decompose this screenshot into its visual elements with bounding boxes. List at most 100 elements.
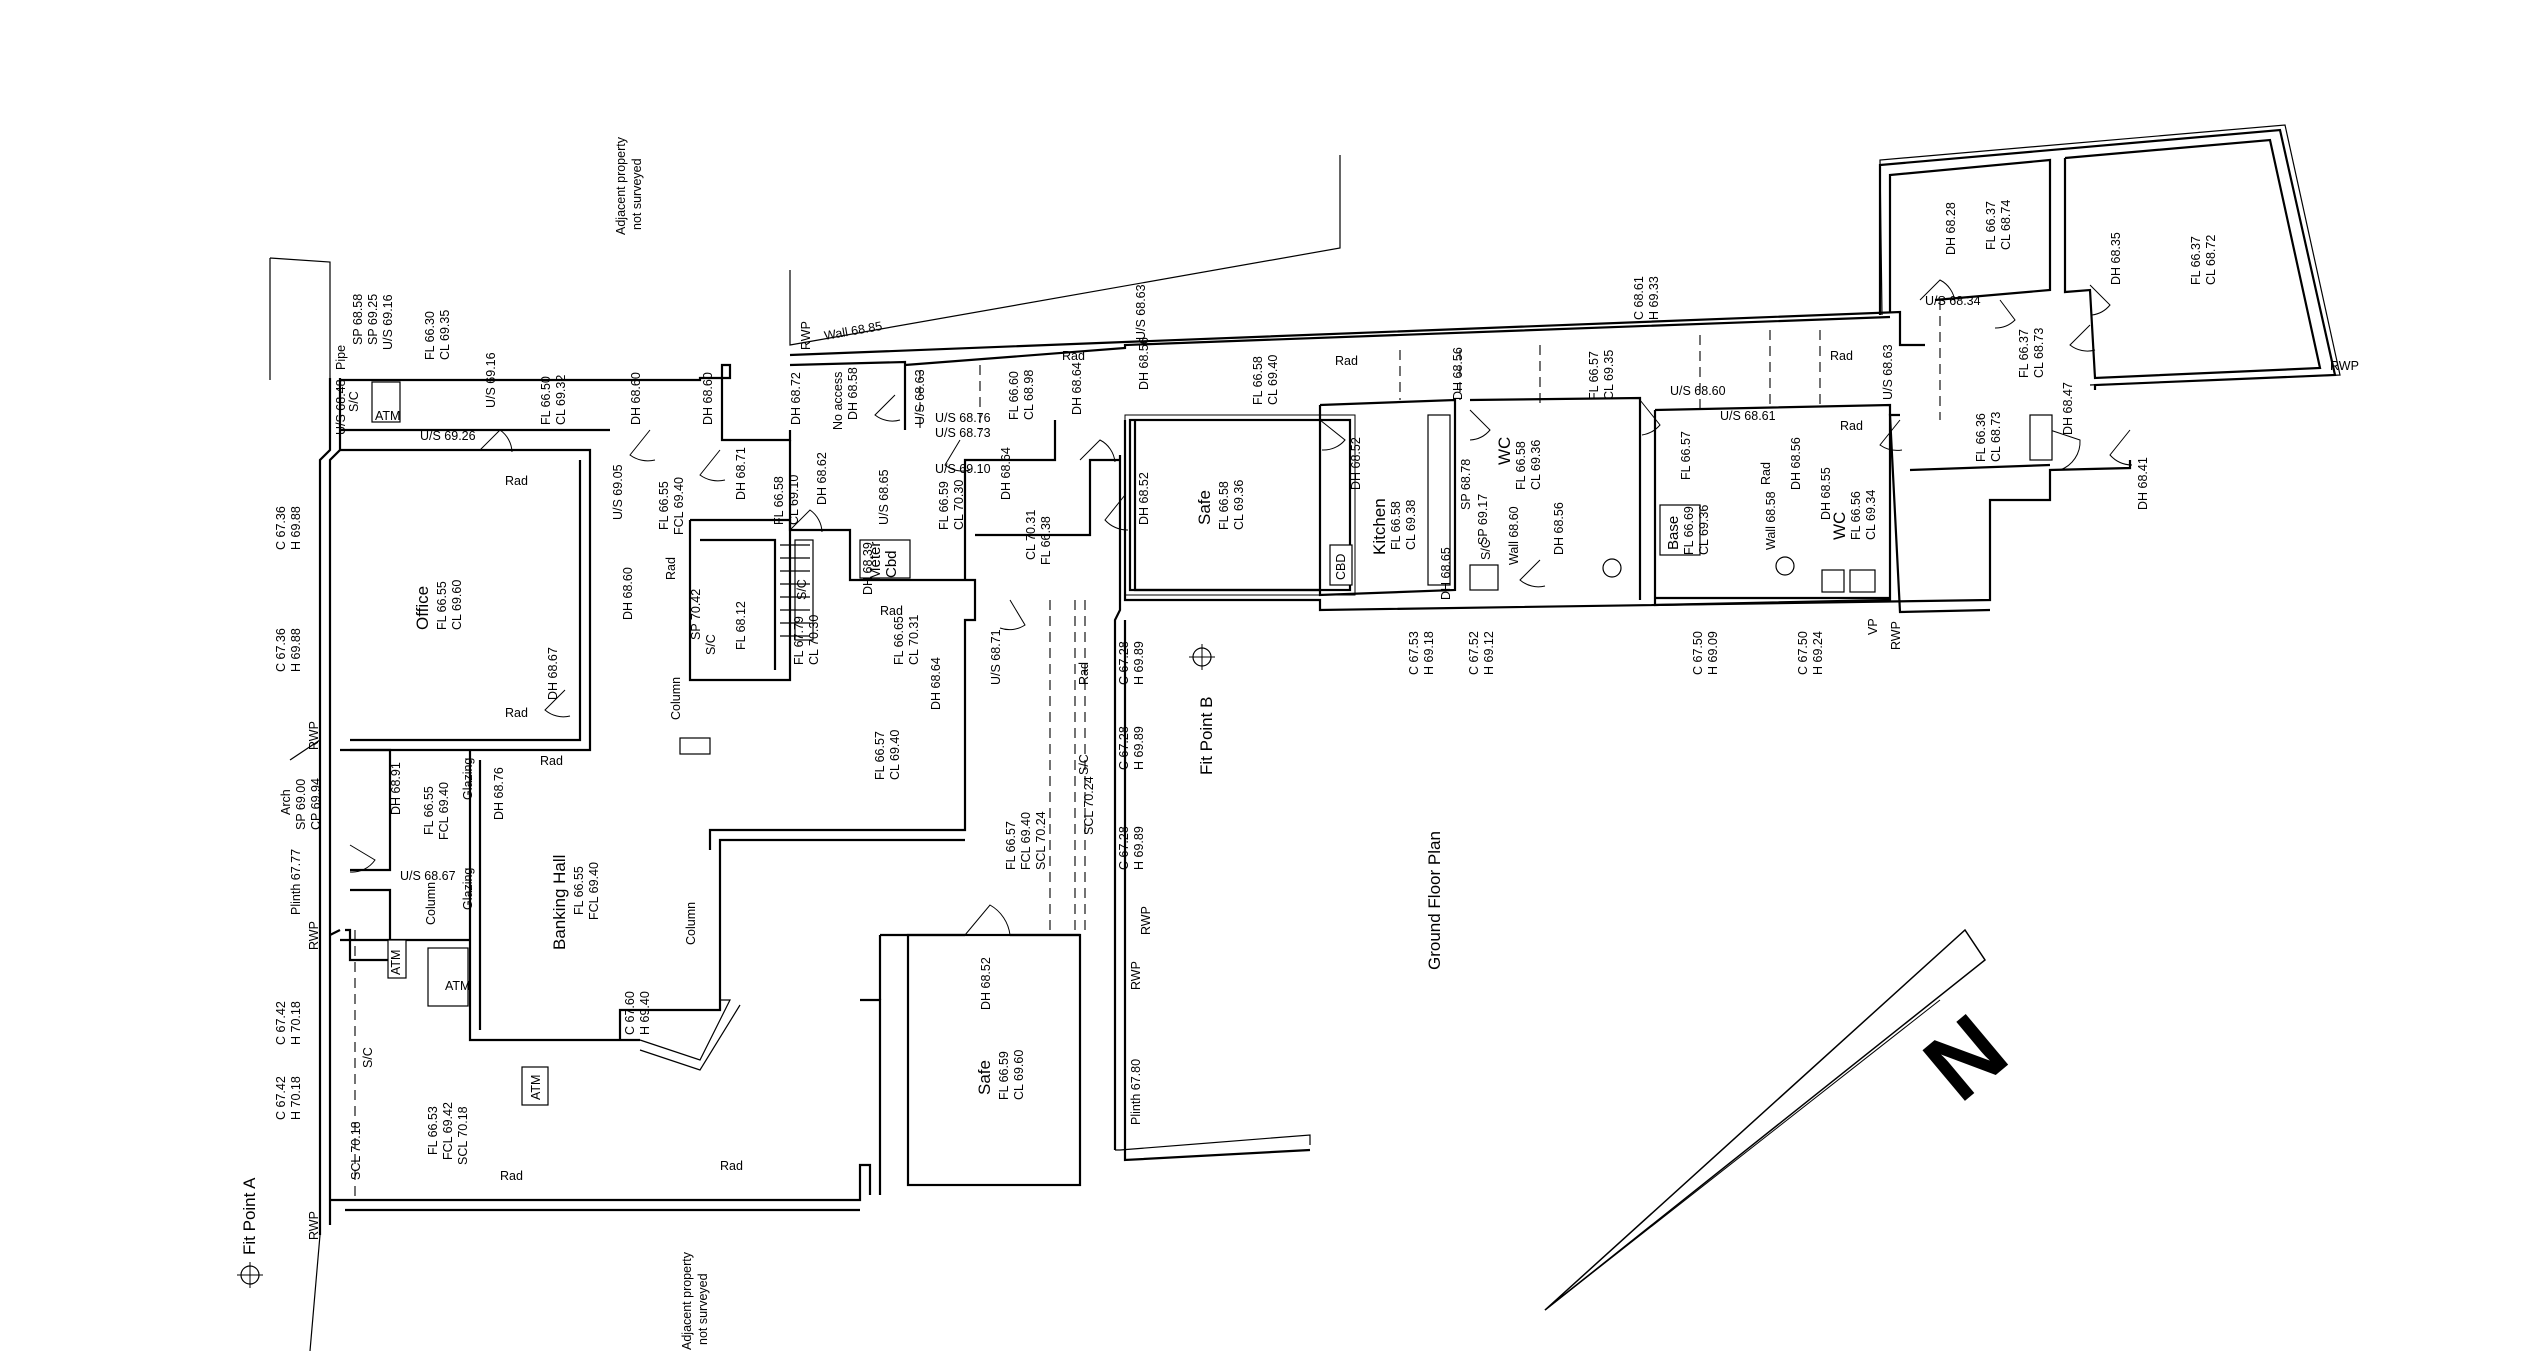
room-wc-2: WC [1830, 512, 1849, 540]
rad-2: Rad [505, 706, 528, 720]
rwp-4: RWP [307, 1211, 321, 1240]
door-swings [349, 279, 2133, 936]
sc-3: S/C [795, 579, 809, 600]
cp-6994: CP 69.94 [309, 778, 323, 830]
adjacent-note-top-1: Adjacent property [614, 136, 628, 235]
us-6834: U/S 68.34 [1925, 294, 1981, 308]
no-access: No access [831, 372, 845, 430]
room-base: Base [1665, 516, 1682, 550]
dh-6865: DH 68.65 [1439, 547, 1453, 600]
rwp-7: RWP [1889, 621, 1903, 650]
room-cbd: Cbd [883, 550, 900, 578]
sp-6917: SP 69.17 [1476, 494, 1490, 545]
dh-6871: DH 68.71 [734, 447, 748, 500]
us-6910: U/S 69.10 [935, 462, 991, 476]
sp-6858: SP 68.58 [351, 294, 365, 345]
fl-6779: FL 67.79 [792, 616, 806, 665]
fit-point-a-marker [237, 1262, 263, 1288]
rwp-3: RWP [307, 921, 321, 950]
rwp-8: RWP [2330, 359, 2359, 373]
stair-treads [780, 544, 810, 637]
pas3-cl: CL 69.35 [1602, 350, 1616, 400]
wall-6860: Wall 68.60 [1507, 506, 1521, 565]
dh-6856-d: DH 68.56 [1789, 437, 1803, 490]
c-6861: C 68.61 [1632, 276, 1646, 320]
rad-5: Rad [880, 604, 903, 618]
dh-6864-c: DH 68.64 [929, 657, 943, 710]
c-6736-b: C 67.36 [274, 628, 288, 672]
dh-6891: DH 68.91 [389, 762, 403, 815]
adjacent-note-bottom-2: not surveyed [696, 1273, 710, 1345]
dh-6841: DH 68.41 [2136, 457, 2150, 510]
h-6924: H 69.24 [1811, 631, 1825, 675]
rad-7: Rad [1062, 349, 1085, 363]
rwp-5: RWP [1129, 961, 1143, 990]
us-6848: U/S 68.48 [334, 379, 348, 435]
dh-6862: DH 68.62 [815, 452, 829, 505]
dh-6858: DH 68.58 [846, 367, 860, 420]
us-6863-a: U/S 68.63 [913, 369, 927, 425]
us-6916: U/S 69.16 [484, 352, 498, 408]
bh-lo-scl: SCL 70.18 [456, 1106, 470, 1165]
dh-6852-a: DH 68.52 [1137, 472, 1151, 525]
room-safe-2: Safe [975, 1060, 994, 1095]
rwp-6: RWP [1139, 906, 1153, 935]
sc-4: S/C [704, 634, 718, 655]
atm-4: ATM [529, 1075, 543, 1100]
safe1-cl: CL 69.36 [1232, 480, 1246, 530]
c-6728-b: C 67.28 [1117, 726, 1131, 770]
h-6989-a: H 69.89 [1132, 641, 1146, 685]
rear-fl: FL 66.57 [1004, 821, 1018, 870]
c-6728-c: C 67.28 [1117, 826, 1131, 870]
bh-lo-fl: FL 66.53 [426, 1106, 440, 1155]
dh-6860-a: DH 68.60 [621, 567, 635, 620]
dh-6867: DH 68.67 [546, 647, 560, 700]
vp: VP [1866, 618, 1880, 635]
fixtures [371, 381, 2053, 1106]
c-6760: C 67.60 [623, 991, 637, 1035]
rad-4: Rad [664, 557, 678, 580]
h-6933: H 69.33 [1647, 276, 1661, 320]
us-6863-b: U/S 68.63 [1134, 284, 1148, 340]
base-cl: CL 69.36 [1697, 505, 1711, 555]
fit-point-b-label: Fit Point B [1197, 697, 1216, 775]
dh-6828: DH 68.28 [1944, 202, 1958, 255]
sc-5: S/C [1077, 754, 1091, 775]
rwp-2: RWP [307, 721, 321, 750]
atm-fl: FL 66.30 [423, 311, 437, 360]
safe1-fl: FL 66.58 [1217, 481, 1231, 530]
us-6905: U/S 69.05 [611, 464, 625, 520]
h-6918: H 69.18 [1422, 631, 1436, 675]
h-6988-a: H 69.88 [289, 506, 303, 550]
st3-fl: FL 66.59 [937, 481, 951, 530]
atm-3: ATM [445, 979, 470, 993]
office-cl: CL 69.60 [450, 580, 464, 630]
dashed-lines [354, 300, 1941, 1200]
us-6861: U/S 68.61 [1720, 409, 1776, 423]
room-banking-hall: Banking Hall [550, 855, 569, 950]
dh-6860-c: DH 68.60 [701, 372, 715, 425]
h-7018-a: H 70.18 [289, 1001, 303, 1045]
cl-7031-top: CL 70.31 [1024, 510, 1038, 560]
adjacent-note-bottom-1: Adjacent property [680, 1251, 694, 1350]
cl-7030: CL 70.30 [807, 615, 821, 665]
rad-8: Rad [1335, 354, 1358, 368]
rad-1: Rad [505, 474, 528, 488]
us-6871: U/S 68.71 [989, 629, 1003, 685]
c-6753: C 67.53 [1407, 631, 1421, 675]
dh-6860-b: DH 68.60 [629, 372, 643, 425]
h-7018-b: H 70.18 [289, 1076, 303, 1120]
ne3-fl: FL 66.37 [2017, 329, 2031, 378]
room-safe-1: Safe [1195, 490, 1214, 525]
pas1-fl: FL 66.60 [1007, 371, 1021, 420]
pas3-fl: FL 66.57 [1587, 351, 1601, 400]
st2-fcl: FCL 69.40 [672, 477, 686, 535]
kitchen-cbd: CBD [1334, 554, 1348, 580]
bh-lo-fcl: FCL 69.42 [441, 1102, 455, 1160]
fit-point-b-marker [1189, 644, 1215, 670]
scl-7024: SCL 70.24 [1082, 776, 1096, 835]
fl-6638: FL 66.38 [1039, 516, 1053, 565]
corr2-fl: FL 66.57 [873, 731, 887, 780]
wc1-cl: CL 69.36 [1529, 440, 1543, 490]
